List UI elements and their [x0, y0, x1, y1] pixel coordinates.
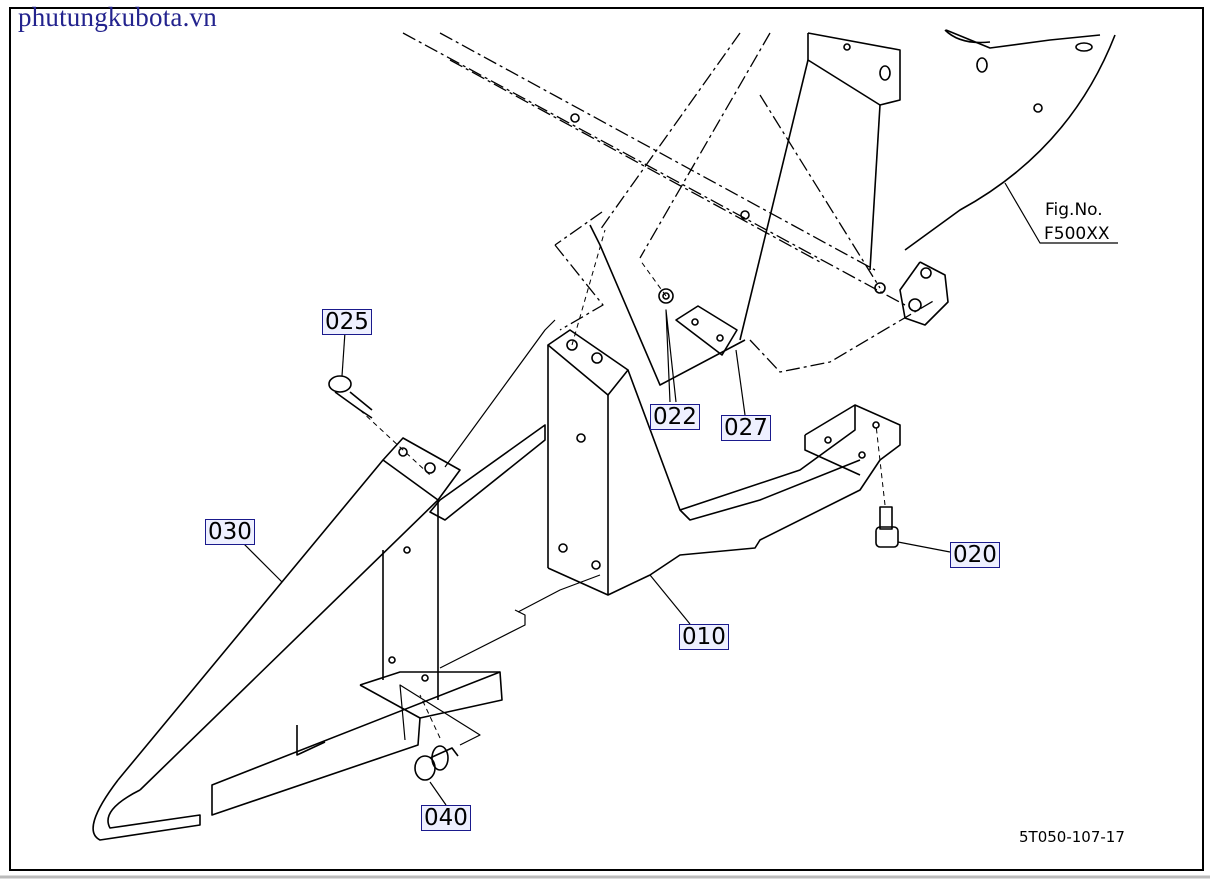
drawing-border — [9, 7, 1204, 871]
bolt-040 — [414, 745, 459, 781]
divider-030 — [92, 424, 546, 841]
drawing-code: 5T050-107-17 — [1019, 828, 1125, 846]
bracket-010 — [547, 329, 901, 596]
fig-ref-label: Fig.No. — [1045, 200, 1103, 220]
callout-022[interactable]: 022 — [650, 404, 700, 430]
fig-ref-number: F500XX — [1044, 224, 1110, 244]
assembly-lines — [359, 229, 886, 739]
bolt-020 — [875, 506, 899, 548]
callout-027[interactable]: 027 — [721, 415, 771, 441]
leader-lines — [239, 182, 1118, 806]
watermark-text: phutungkubota.vn — [18, 2, 217, 32]
callout-020[interactable]: 020 — [950, 542, 1000, 568]
callout-040[interactable]: 040 — [421, 805, 471, 831]
bolt-025 — [328, 375, 373, 419]
washer-022 — [658, 288, 674, 304]
plate-027 — [675, 305, 738, 356]
callout-030[interactable]: 030 — [205, 519, 255, 545]
main-frame — [570, 29, 1116, 386]
callout-010[interactable]: 010 — [679, 624, 729, 650]
callout-025[interactable]: 025 — [322, 309, 372, 335]
frame-phantom-lines — [402, 32, 936, 373]
